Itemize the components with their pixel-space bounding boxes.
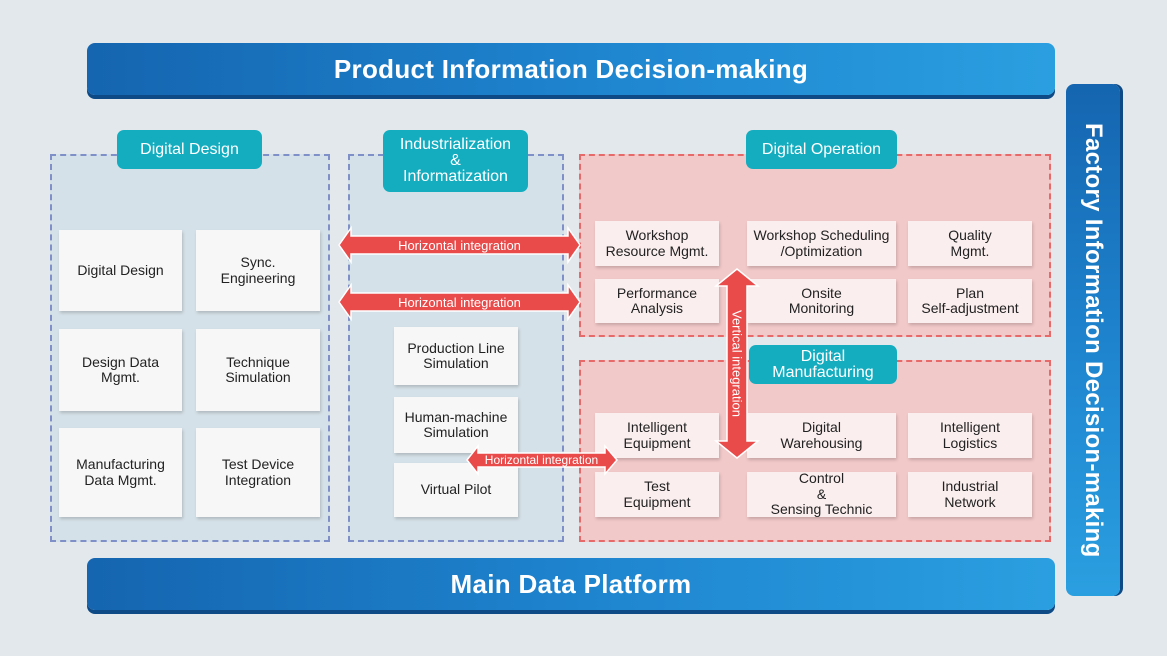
horizontal-integration-arrow-1 — [338, 225, 581, 265]
vertical-integration-arrow — [713, 268, 761, 459]
digital-manufacturing-title: Digital Manufacturing — [749, 345, 897, 384]
digital-design-box: Digital Design — [59, 230, 182, 311]
onsite-monitoring-box: Onsite Monitoring — [747, 279, 896, 323]
workshop-scheduling-box: Workshop Scheduling /Optimization — [747, 221, 896, 266]
design-data-mgmt-box: Design Data Mgmt. — [59, 329, 182, 411]
factory-information-label: Factory Information Decision-making — [1080, 122, 1107, 558]
sync-engineering-box: Sync. Engineering — [196, 230, 320, 311]
horizontal-integration-label-2: Horizontal integration — [398, 294, 521, 310]
industrial-network-box: Industrial Network — [908, 472, 1032, 517]
human-machine-simulation-box: Human-machine Simulation — [394, 397, 518, 453]
industrialization-title: Industrialization & Informatization — [383, 130, 528, 192]
plan-self-adjustment-box: Plan Self-adjustment — [908, 279, 1032, 323]
digital-design-title: Digital Design — [117, 130, 262, 169]
intelligent-equipment-box: Intelligent Equipment — [595, 413, 719, 458]
product-information-banner: Product Information Decision-making — [87, 43, 1055, 95]
quality-mgmt-box: Quality Mgmt. — [908, 221, 1032, 266]
test-equipment-box: Test Equipment — [595, 472, 719, 517]
digital-operation-title: Digital Operation — [746, 130, 897, 169]
main-data-platform-banner: Main Data Platform — [87, 558, 1055, 610]
manufacturing-data-mgmt-box: Manufacturing Data Mgmt. — [59, 428, 182, 517]
production-line-simulation-box: Production Line Simulation — [394, 327, 518, 385]
virtual-pilot-box: Virtual Pilot — [394, 463, 518, 517]
workshop-resource-mgmt-box: Workshop Resource Mgmt. — [595, 221, 719, 266]
horizontal-integration-arrow-2 — [338, 282, 581, 322]
horizontal-integration-label-1: Horizontal integration — [398, 237, 521, 253]
control-sensing-technic-box: Control & Sensing Technic — [747, 471, 896, 517]
vertical-integration-label: Vertical integration — [729, 310, 745, 417]
digital-warehousing-box: Digital Warehousing — [747, 413, 896, 458]
intelligent-logistics-box: Intelligent Logistics — [908, 413, 1032, 458]
factory-information-banner: Factory Information Decision-making — [1066, 84, 1120, 596]
performance-analysis-box: Performance Analysis — [595, 279, 719, 323]
horizontal-integration-arrow-3 — [466, 443, 618, 477]
test-device-integration-box: Test Device Integration — [196, 428, 320, 517]
horizontal-integration-label-3: Horizontal integration — [484, 453, 599, 467]
technique-simulation-box: Technique Simulation — [196, 329, 320, 411]
